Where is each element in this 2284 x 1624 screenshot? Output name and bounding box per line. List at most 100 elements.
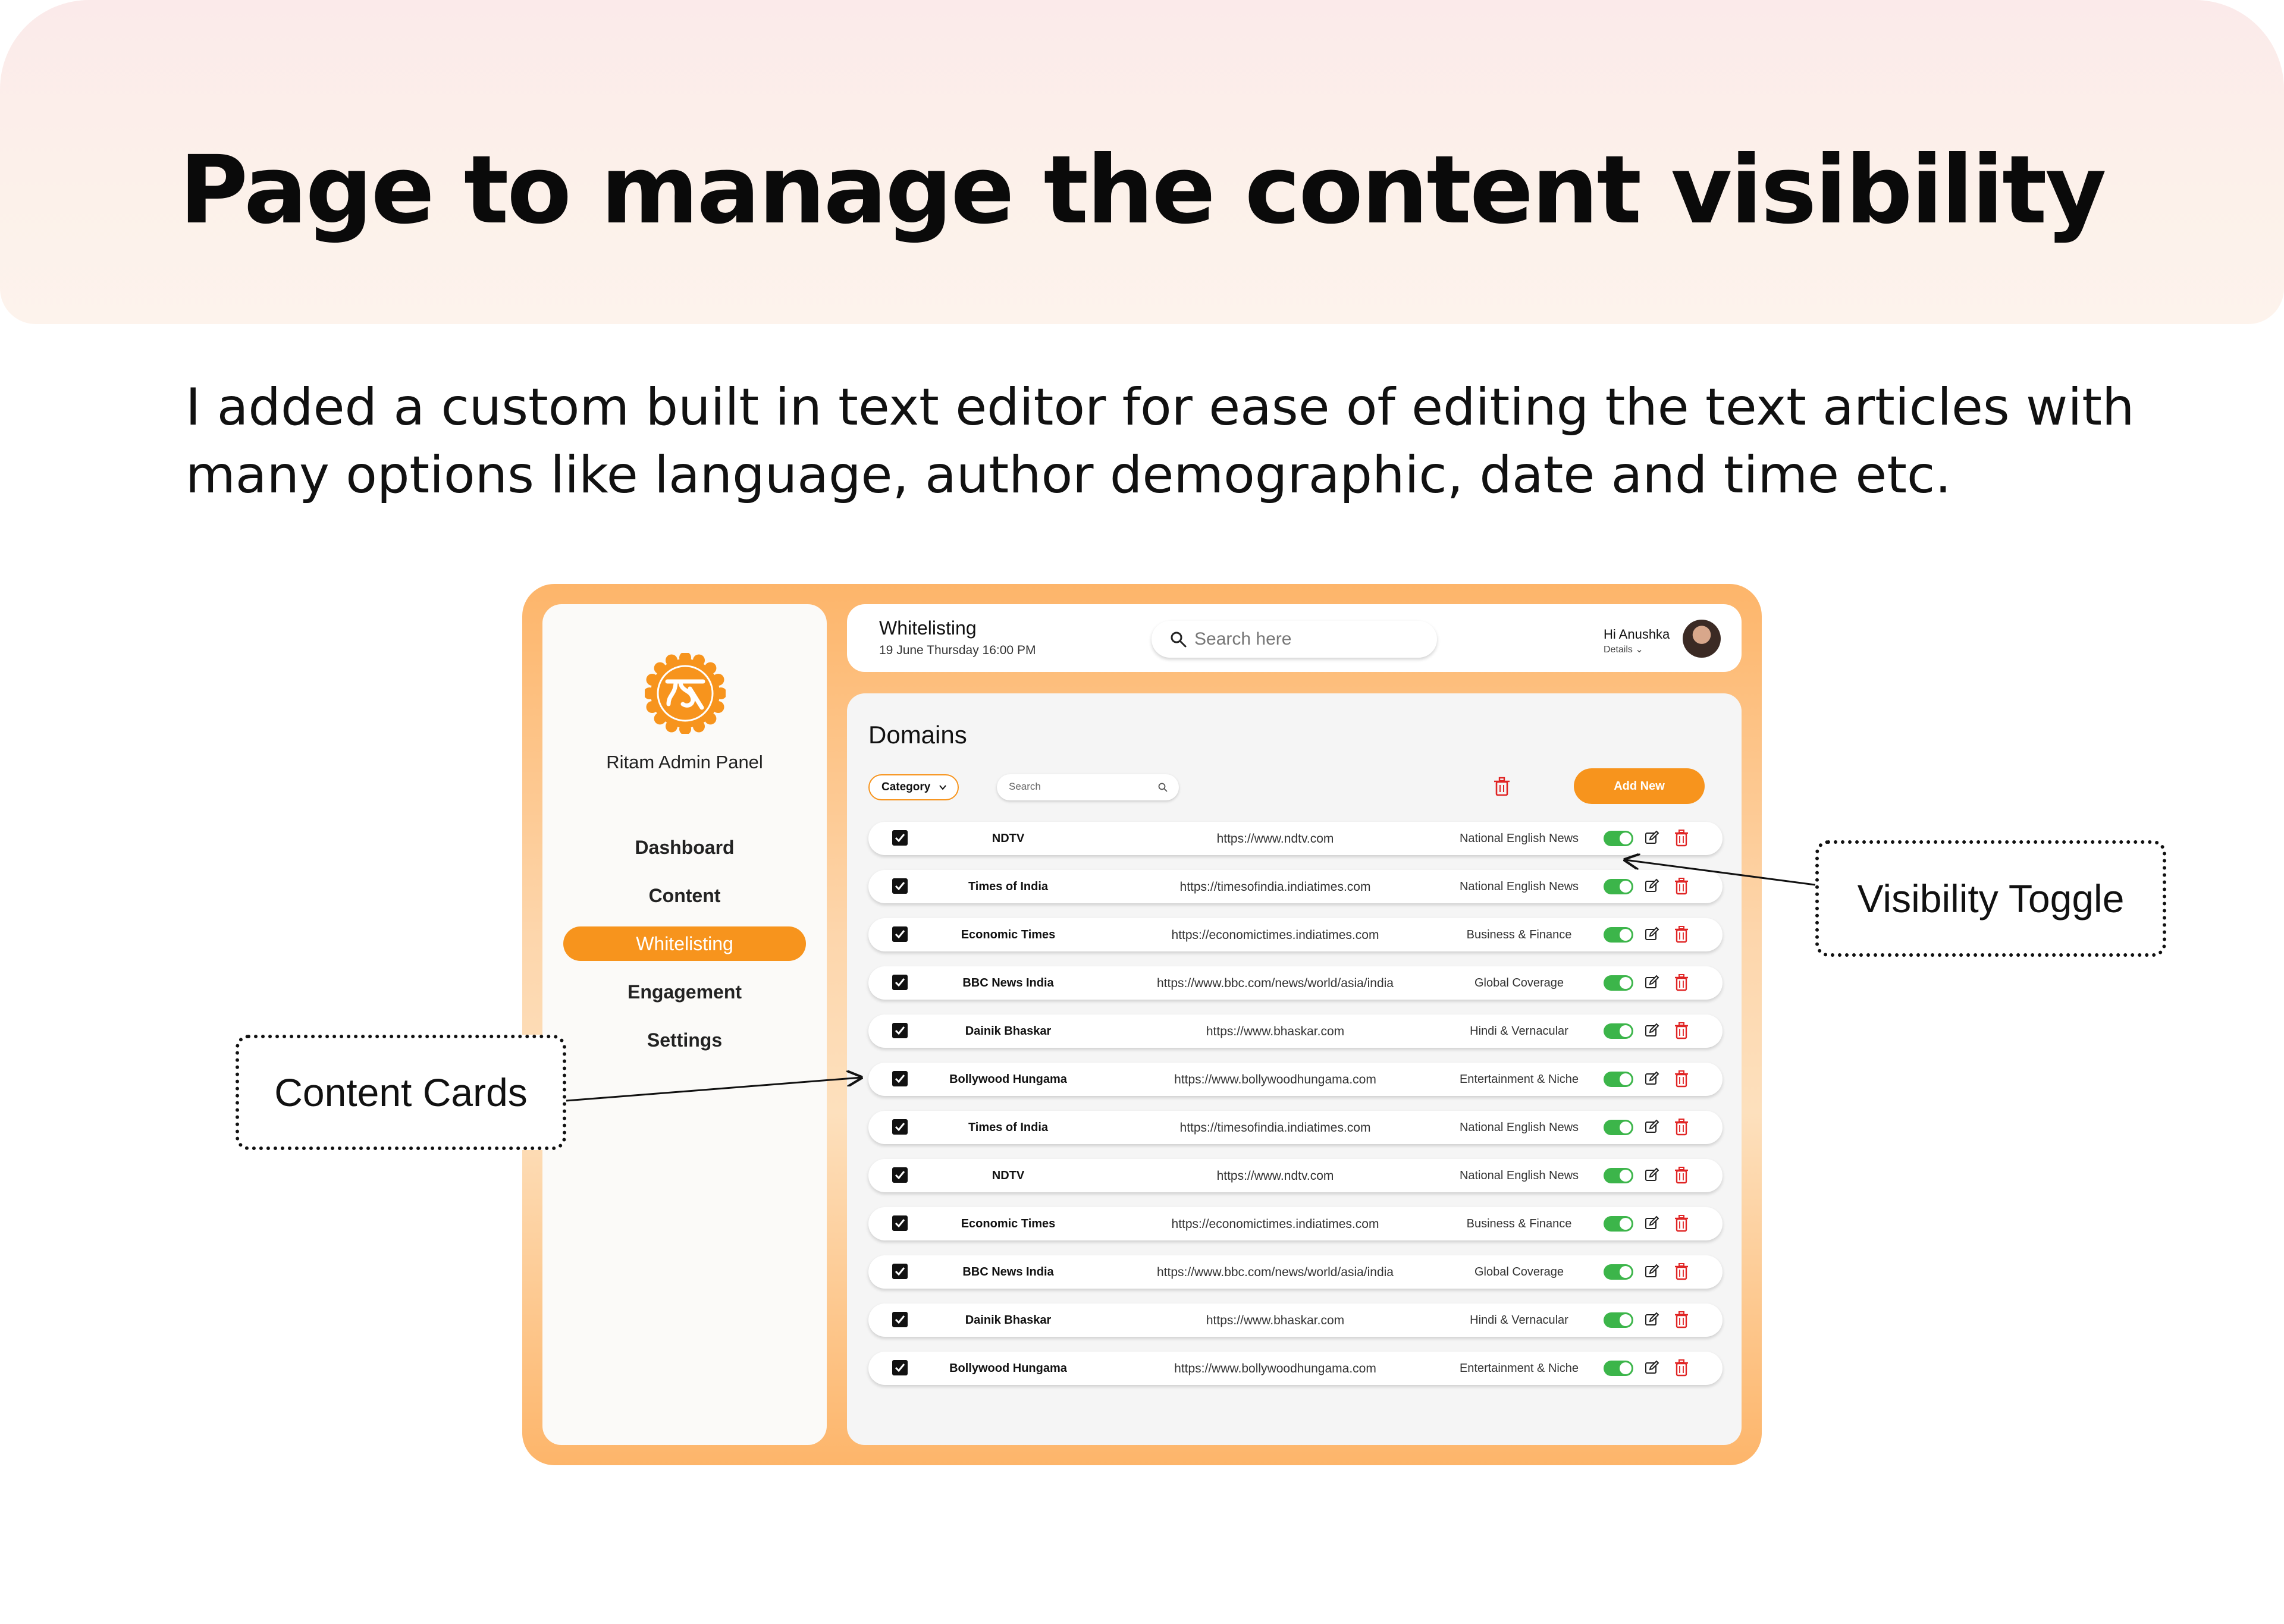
checkbox-icon[interactable] <box>892 1215 908 1231</box>
checkbox-icon[interactable] <box>892 1264 908 1279</box>
sidebar-item-whitelisting[interactable]: Whitelisting <box>563 926 806 961</box>
trash-icon[interactable] <box>1674 1311 1689 1328</box>
domain-name: Bollywood Hungama <box>949 1073 1067 1086</box>
table-row: Dainik Bhaskar https://www.bhaskar.com H… <box>868 1303 1723 1337</box>
domain-url: https://timesofindia.indiatimes.com <box>1179 880 1371 894</box>
trash-icon[interactable] <box>1674 1022 1689 1039</box>
table-row: NDTV https://www.ndtv.com National Engli… <box>868 1159 1723 1192</box>
table-row: Times of India https://timesofindia.indi… <box>868 870 1723 903</box>
domain-name: BBC News India <box>962 976 1054 990</box>
trash-icon[interactable] <box>1674 829 1689 847</box>
domain-url: https://timesofindia.indiatimes.com <box>1179 1121 1371 1135</box>
edit-icon[interactable] <box>1644 1215 1659 1231</box>
table-row: BBC News India https://www.bbc.com/news/… <box>868 966 1723 1000</box>
add-new-button[interactable]: Add New <box>1574 768 1705 804</box>
domain-name: NDTV <box>992 1169 1025 1182</box>
app-frame: Ritam Admin Panel Dashboard Content Whit… <box>522 584 1762 1465</box>
checkbox-icon[interactable] <box>892 1312 908 1327</box>
edit-icon[interactable] <box>1644 1264 1659 1279</box>
checkbox-icon[interactable] <box>892 1071 908 1086</box>
edit-icon[interactable] <box>1644 1071 1659 1086</box>
checkbox-icon[interactable] <box>892 1167 908 1183</box>
edit-icon[interactable] <box>1644 878 1659 894</box>
trash-icon[interactable] <box>1674 1166 1689 1184</box>
domain-name: Times of India <box>968 880 1049 893</box>
trash-icon[interactable] <box>1674 925 1689 943</box>
page-title: Page to manage the content visibility <box>179 136 2106 245</box>
checkbox-icon[interactable] <box>892 926 908 942</box>
edit-icon[interactable] <box>1644 1167 1659 1183</box>
edit-icon[interactable] <box>1644 975 1659 990</box>
domain-category: Business & Finance <box>1466 1217 1572 1230</box>
domain-name: Dainik Bhaskar <box>965 1314 1052 1327</box>
trash-icon[interactable] <box>1674 1262 1689 1280</box>
domain-url: https://www.bollywoodhungama.com <box>1174 1362 1376 1375</box>
domain-name: Economic Times <box>961 1217 1056 1230</box>
edit-icon[interactable] <box>1644 926 1659 942</box>
visibility-toggle[interactable] <box>1604 1216 1633 1232</box>
trash-icon[interactable] <box>1674 1070 1689 1088</box>
checkbox-icon[interactable] <box>892 1023 908 1038</box>
trash-icon[interactable] <box>1674 1118 1689 1136</box>
sidebar-item-settings[interactable]: Settings <box>647 1029 723 1051</box>
visibility-toggle[interactable] <box>1604 1264 1633 1280</box>
domain-category: Business & Finance <box>1466 928 1572 941</box>
visibility-toggle[interactable] <box>1604 1023 1633 1039</box>
category-label: Category <box>881 781 931 793</box>
domain-search-input[interactable]: Search <box>997 774 1179 800</box>
sidebar-item-dashboard[interactable]: Dashboard <box>635 837 735 858</box>
user-details-dropdown[interactable]: Details ⌄ <box>1604 645 1643 655</box>
trash-icon[interactable] <box>1493 777 1511 797</box>
table-row: Bollywood Hungama https://www.bollywoodh… <box>868 1352 1723 1385</box>
domain-url: https://economictimes.indiatimes.com <box>1171 928 1379 942</box>
edit-icon[interactable] <box>1644 1312 1659 1327</box>
visibility-toggle[interactable] <box>1604 1072 1633 1087</box>
domain-name: BBC News India <box>962 1265 1054 1279</box>
domain-category: National English News <box>1459 832 1579 845</box>
checkbox-icon[interactable] <box>892 1119 908 1135</box>
checkbox-icon[interactable] <box>892 975 908 990</box>
search-placeholder: Search here <box>1194 629 1292 649</box>
visibility-toggle[interactable] <box>1604 975 1633 991</box>
page-description: I added a custom built in text editor fo… <box>186 378 2135 505</box>
callout-visibility-toggle: Visibility Toggle <box>1815 840 2166 957</box>
domain-category: Entertainment & Niche <box>1459 1073 1579 1086</box>
edit-icon[interactable] <box>1644 1119 1659 1135</box>
search-input[interactable]: Search here <box>1152 621 1437 658</box>
topbar-title: Whitelisting <box>879 617 977 639</box>
visibility-toggle[interactable] <box>1604 1312 1633 1328</box>
topbar-date: 19 June Thursday 16:00 PM <box>879 643 1036 657</box>
brand-name: Ritam Admin Panel <box>606 752 763 772</box>
trash-icon[interactable] <box>1674 1214 1689 1232</box>
checkbox-icon[interactable] <box>892 1360 908 1375</box>
trash-icon[interactable] <box>1674 877 1689 895</box>
domain-category: National English News <box>1459 880 1579 893</box>
avatar[interactable] <box>1683 620 1721 658</box>
search-icon <box>1158 783 1168 792</box>
trash-icon[interactable] <box>1674 1359 1689 1377</box>
visibility-toggle[interactable] <box>1604 831 1633 846</box>
trash-icon[interactable] <box>1674 973 1689 991</box>
table-row: Dainik Bhaskar https://www.bhaskar.com H… <box>868 1014 1723 1048</box>
domain-category: National English News <box>1459 1121 1579 1134</box>
checkbox-icon[interactable] <box>892 878 908 894</box>
visibility-toggle[interactable] <box>1604 1120 1633 1135</box>
table-row: Economic Times https://economictimes.ind… <box>868 1207 1723 1240</box>
edit-icon[interactable] <box>1644 830 1659 846</box>
edit-icon[interactable] <box>1644 1023 1659 1038</box>
checkbox-icon[interactable] <box>892 830 908 846</box>
edit-icon[interactable] <box>1644 1360 1659 1375</box>
chevron-down-icon <box>939 785 946 790</box>
topbar: Whitelisting 19 June Thursday 16:00 PM S… <box>847 604 1742 672</box>
domain-category: Hindi & Vernacular <box>1470 1314 1568 1327</box>
visibility-toggle[interactable] <box>1604 1168 1633 1183</box>
domain-name: Bollywood Hungama <box>949 1362 1067 1375</box>
category-dropdown[interactable]: Category <box>868 774 959 800</box>
visibility-toggle[interactable] <box>1604 1361 1633 1376</box>
section-title: Domains <box>868 721 967 749</box>
sidebar-item-engagement[interactable]: Engagement <box>627 981 742 1003</box>
visibility-toggle[interactable] <box>1604 927 1633 943</box>
visibility-toggle[interactable] <box>1604 879 1633 894</box>
user-greeting: Hi Anushka <box>1604 627 1670 642</box>
sidebar-item-content[interactable]: Content <box>648 885 721 906</box>
